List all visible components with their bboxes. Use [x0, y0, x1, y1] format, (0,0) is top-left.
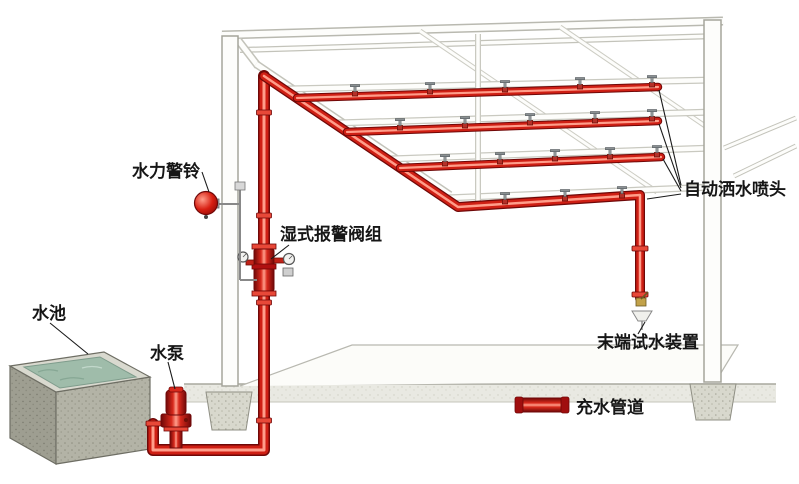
background-wall-beams	[723, 115, 798, 179]
wet-alarm-valve-group	[237, 243, 296, 297]
left-column	[221, 35, 239, 387]
tank-water-surface	[22, 356, 138, 389]
right-column	[703, 19, 722, 383]
floor	[239, 344, 740, 387]
label-water-pump: 水泵	[150, 343, 184, 364]
ceiling-joist	[445, 183, 715, 202]
main-and-branch4-pipe	[259, 71, 645, 303]
ceiling-joist	[285, 76, 715, 93]
leader-alarm-bell	[201, 171, 210, 193]
ceiling-joist	[388, 144, 715, 163]
legend-pipe-sample	[514, 396, 570, 414]
leader-sprinkler-2	[658, 123, 682, 189]
label-end-test-device: 末端试水装置	[597, 332, 699, 353]
leader-lines	[49, 89, 682, 390]
leader-sprinkler-4	[646, 193, 682, 200]
ceiling-slat	[418, 28, 659, 195]
alarm-bell	[193, 190, 220, 219]
left-column-footing	[205, 391, 253, 431]
pipe-flange	[145, 109, 649, 427]
label-legend-filled-pipe: 充水管道	[576, 397, 644, 418]
pressure-gauge-right	[282, 252, 296, 266]
pressure-switch	[282, 267, 294, 277]
label-alarm-bell: 水力警铃	[132, 161, 200, 182]
right-column-footing	[689, 383, 737, 421]
leader-sprinkler-3	[662, 158, 682, 192]
label-wet-alarm-valve: 湿式报警阀组	[280, 224, 382, 245]
ground-slab	[184, 383, 776, 403]
fire-pump	[160, 386, 192, 449]
leader-wet-valve	[270, 244, 290, 260]
leader-water-pump	[167, 361, 176, 390]
top-beam	[221, 16, 724, 40]
bell-trim-pipe	[218, 181, 257, 281]
label-sprinkler-heads: 自动洒水喷头	[684, 179, 786, 200]
water-tank	[8, 351, 152, 466]
leader-sprinkler-1	[658, 89, 682, 186]
label-water-tank: 水池	[32, 303, 66, 324]
end-test-device	[631, 291, 653, 330]
leader-water-tank	[49, 322, 89, 355]
test-funnel	[631, 310, 653, 330]
leader-test-device	[637, 321, 646, 335]
